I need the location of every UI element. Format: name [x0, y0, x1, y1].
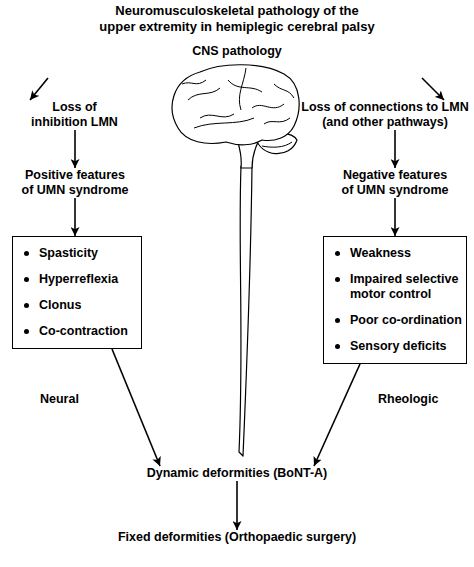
gyrus-line	[274, 84, 294, 98]
feature-box: SpasticityHyperreflexiaClonusCo-contract…	[12, 236, 142, 349]
bullet-dot	[24, 303, 29, 308]
flow-arrow	[394, 130, 396, 168]
bullet-row: Hyperreflexia	[13, 272, 139, 287]
bullet-dot	[24, 329, 29, 334]
flow-arrow	[394, 198, 396, 236]
bullet-item: Weakness	[350, 246, 464, 261]
outcome-label: Dynamic deformities (BoNT-A)	[132, 466, 342, 481]
bullet-item: Co-contraction	[39, 324, 139, 339]
bullet-item: Poor co-ordination	[350, 313, 464, 328]
gyrus-line	[264, 118, 290, 124]
flow-arrow	[236, 481, 238, 530]
spinal-cord	[239, 166, 252, 456]
flow-arrow	[30, 78, 48, 100]
node-text: CNS pathology	[14, 44, 460, 59]
bullet-item: Clonus	[39, 298, 139, 313]
central-sulcus	[239, 68, 246, 110]
bullet-item: Spasticity	[39, 246, 139, 261]
gyrus-line	[188, 88, 220, 100]
connector-layer	[30, 78, 444, 530]
bullet-row: Sensory deficits	[324, 339, 464, 354]
bullet-row: Weakness	[324, 246, 464, 261]
cause-label: Loss of connections to LMN (and other pa…	[300, 100, 470, 130]
bullet-item: Hyperreflexia	[39, 272, 139, 287]
flow-arrow	[74, 130, 76, 168]
gyrus-line	[228, 80, 262, 92]
edge-label: Rheologic	[378, 392, 438, 407]
gyrus-line	[182, 80, 206, 84]
bullet-row: Impaired selective motor control	[324, 272, 464, 302]
feature-box: WeaknessImpaired selective motor control…	[323, 236, 467, 364]
flow-arrow	[422, 78, 444, 100]
cerebrum	[172, 65, 299, 145]
flow-arrow	[112, 349, 160, 466]
cause-label: Loss of inhibition LMN	[27, 100, 122, 130]
bullet-row: Spasticity	[13, 246, 139, 261]
feature-group-label: Negative features of UMN syndrome	[338, 168, 452, 198]
brain-illustration	[172, 65, 299, 456]
diagram-title: Neuromusculoskeletal pathology of the up…	[0, 3, 474, 35]
bullet-dot	[335, 251, 340, 256]
cns-label: CNS pathology	[14, 44, 460, 78]
node-text: Loss of connections to LMN (and other pa…	[300, 100, 470, 130]
lateral-fissure	[194, 118, 254, 128]
node-text: Negative features of UMN syndrome	[338, 168, 452, 198]
bullet-dot	[24, 277, 29, 282]
node-text: Loss of inhibition LMN	[27, 100, 122, 130]
feature-group-label: Positive features of UMN syndrome	[19, 168, 131, 198]
bullet-dot	[335, 344, 340, 349]
gyrus-line	[200, 114, 234, 118]
flow-arrow	[74, 198, 76, 236]
bullet-dot	[24, 251, 29, 256]
bullet-row: Poor co-ordination	[324, 313, 464, 328]
node-text: Positive features of UMN syndrome	[19, 168, 131, 198]
bullet-row: Co-contraction	[13, 324, 139, 339]
node-text: Fixed deformities (Orthopaedic surgery)	[87, 530, 387, 545]
brain-gyri	[182, 68, 294, 147]
bullet-item: Impaired selective motor control	[350, 272, 464, 302]
outcome-label: Fixed deformities (Orthopaedic surgery)	[87, 530, 387, 545]
bullet-dot	[335, 277, 340, 282]
gyrus-line	[252, 104, 284, 108]
bullet-item: Sensory deficits	[350, 339, 464, 354]
bullet-row: Clonus	[13, 298, 139, 313]
bullet-dot	[335, 318, 340, 323]
node-text: Dynamic deformities (BoNT-A)	[132, 466, 342, 481]
edge-label: Neural	[40, 392, 79, 407]
cerebellum-fold	[262, 142, 292, 147]
flow-arrow	[314, 364, 360, 466]
